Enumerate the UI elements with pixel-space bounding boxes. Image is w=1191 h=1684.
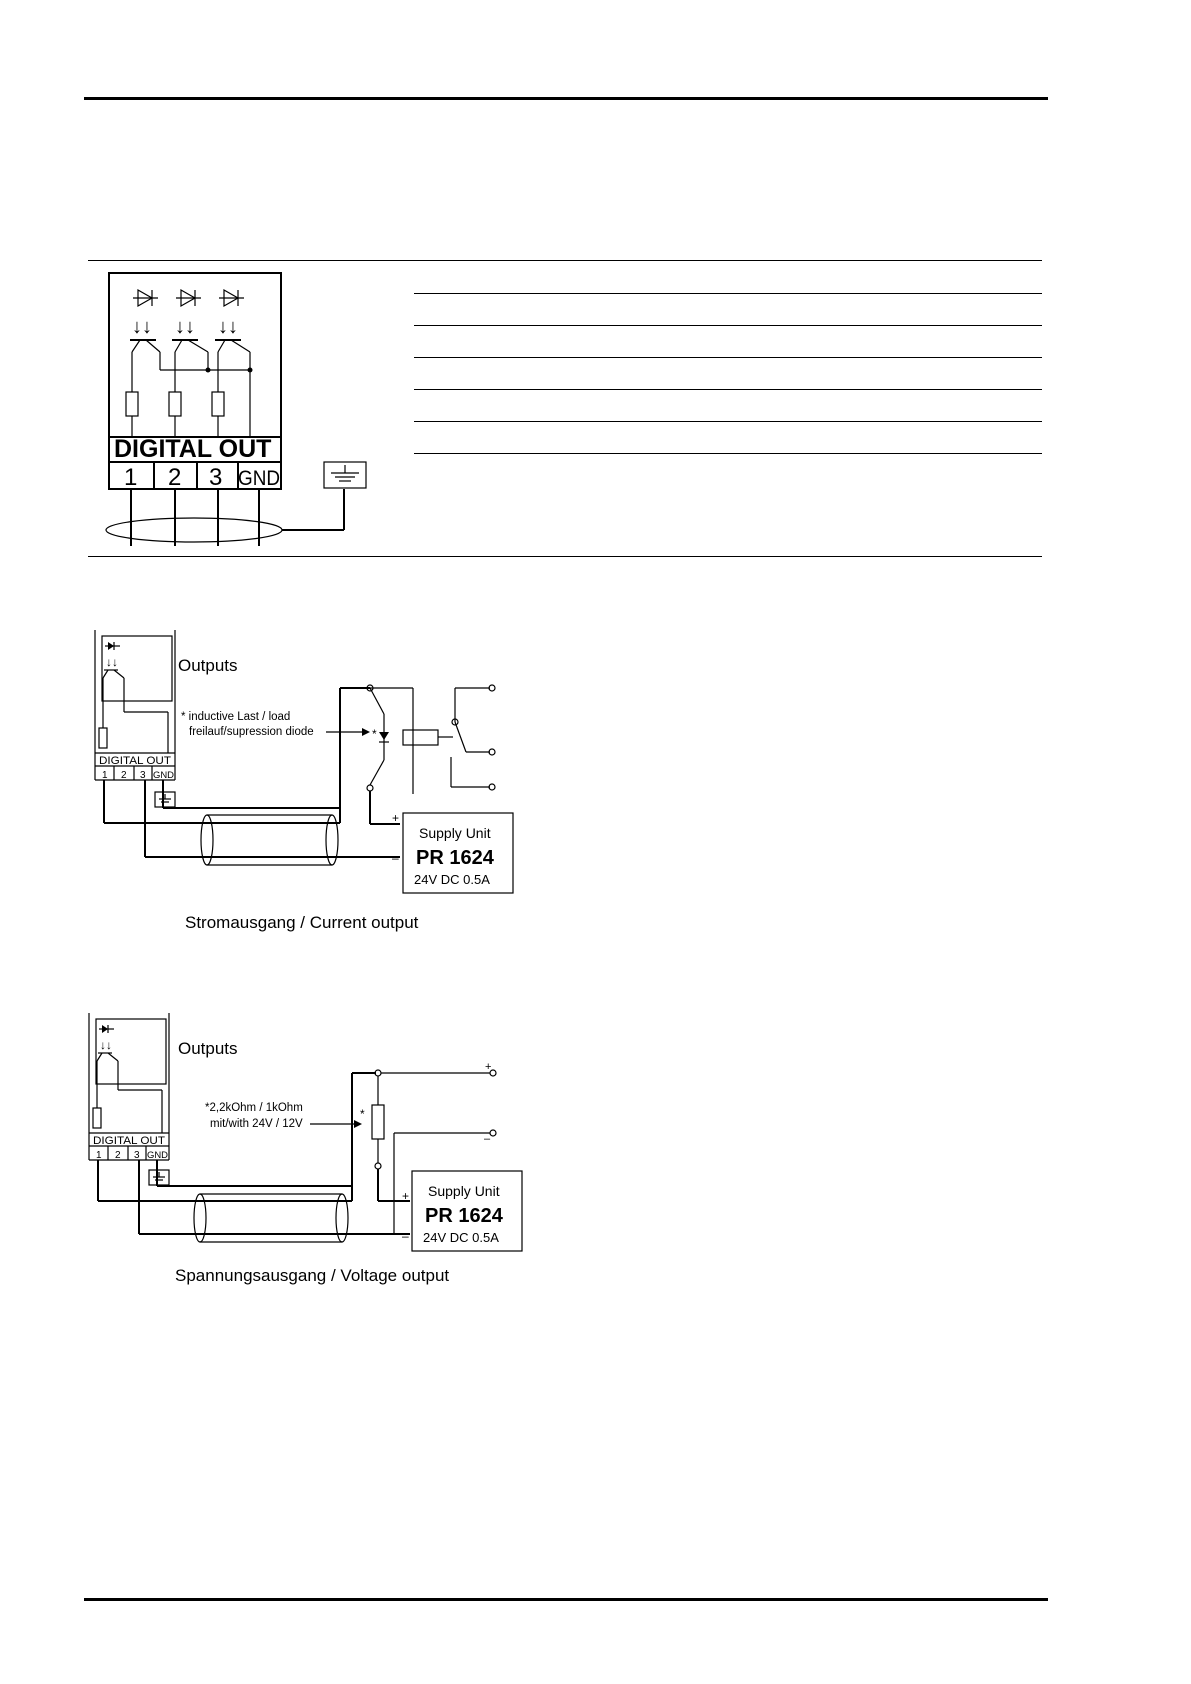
current-ground-icon: [154, 791, 176, 808]
header-rule: [84, 97, 1048, 100]
svg-text:↓↓: ↓↓: [106, 655, 118, 669]
voltage-minus-label: –: [402, 1229, 409, 1243]
svg-text:↓↓: ↓↓: [100, 1038, 112, 1052]
current-minus-label: –: [392, 851, 399, 865]
voltage-terminal-3: 3: [134, 1150, 140, 1161]
voltage-supply-line1: Supply Unit: [428, 1183, 500, 1199]
ground-icon: [323, 461, 367, 489]
voltage-ground-icon: [148, 1169, 170, 1186]
voltage-supply-line3: 24V DC 0.5A: [423, 1230, 499, 1245]
voltage-out-plus: +: [485, 1061, 491, 1073]
table-row-rule: [414, 389, 1042, 390]
svg-text:↓↓: ↓↓: [132, 316, 152, 338]
current-note-line2: freilauf/supression diode: [189, 726, 314, 738]
current-note-line1: * inductive Last / load: [181, 711, 290, 723]
voltage-outputs-label: Outputs: [178, 1039, 238, 1058]
voltage-block-label: DIGITAL OUT: [93, 1135, 165, 1147]
terminal-1-label: 1: [124, 464, 137, 491]
voltage-output-caption: Spannungsausgang / Voltage output: [175, 1266, 449, 1285]
current-output-caption: Stromausgang / Current output: [185, 913, 419, 932]
current-terminal-3: 3: [140, 770, 146, 781]
voltage-out-minus: –: [484, 1133, 491, 1145]
terminal-2-label: 2: [168, 464, 181, 491]
optocoupler-3: ↓↓: [211, 288, 251, 437]
table-row-rule: [414, 325, 1042, 326]
current-block-label: DIGITAL OUT: [99, 755, 171, 767]
voltage-supply-unit: [411, 1170, 523, 1252]
current-plus-label: +: [392, 811, 399, 825]
voltage-note-line2: mit/with 24V / 12V: [210, 1118, 303, 1130]
optocoupler-1: ↓↓: [125, 288, 161, 437]
table-row-rule: [414, 453, 1042, 454]
current-note-star: *: [372, 727, 377, 741]
svg-text:↓↓: ↓↓: [175, 316, 195, 338]
voltage-terminal-2: 2: [115, 1150, 121, 1161]
terminal-gnd-label: GND: [238, 467, 280, 490]
terminal-block-outline: [108, 272, 282, 490]
table-row-rule: [414, 421, 1042, 422]
terminal-block-title: DIGITAL OUT: [114, 435, 271, 463]
table-top-rule: [88, 260, 1042, 261]
svg-text:↓↓: ↓↓: [218, 316, 238, 338]
table-row-rule: [414, 357, 1042, 358]
current-supply-line1: Supply Unit: [419, 825, 491, 841]
voltage-supply-line2: PR 1624: [425, 1205, 504, 1227]
optocoupler-2: ↓↓: [168, 288, 209, 437]
current-supply-unit: [402, 812, 514, 894]
terminal-3-label: 3: [209, 464, 222, 491]
voltage-terminal-1: 1: [96, 1150, 102, 1161]
table-row-rule: [414, 293, 1042, 294]
voltage-plus-label: +: [402, 1189, 409, 1203]
voltage-terminal-gnd: GND: [147, 1150, 169, 1160]
current-supply-line2: PR 1624: [416, 847, 495, 869]
voltage-note-line1: *2,2kOhm / 1kOhm: [205, 1102, 303, 1114]
current-supply-line3: 24V DC 0.5A: [414, 872, 490, 887]
current-outputs-label: Outputs: [178, 656, 238, 675]
load-resistor: [371, 1104, 385, 1140]
current-terminal-gnd: GND: [153, 770, 175, 780]
current-terminal-2: 2: [121, 770, 127, 781]
current-terminal-1: 1: [102, 770, 108, 781]
footer-rule: [84, 1598, 1048, 1601]
table-bottom-rule: [88, 556, 1042, 557]
voltage-note-star: *: [360, 1107, 365, 1121]
